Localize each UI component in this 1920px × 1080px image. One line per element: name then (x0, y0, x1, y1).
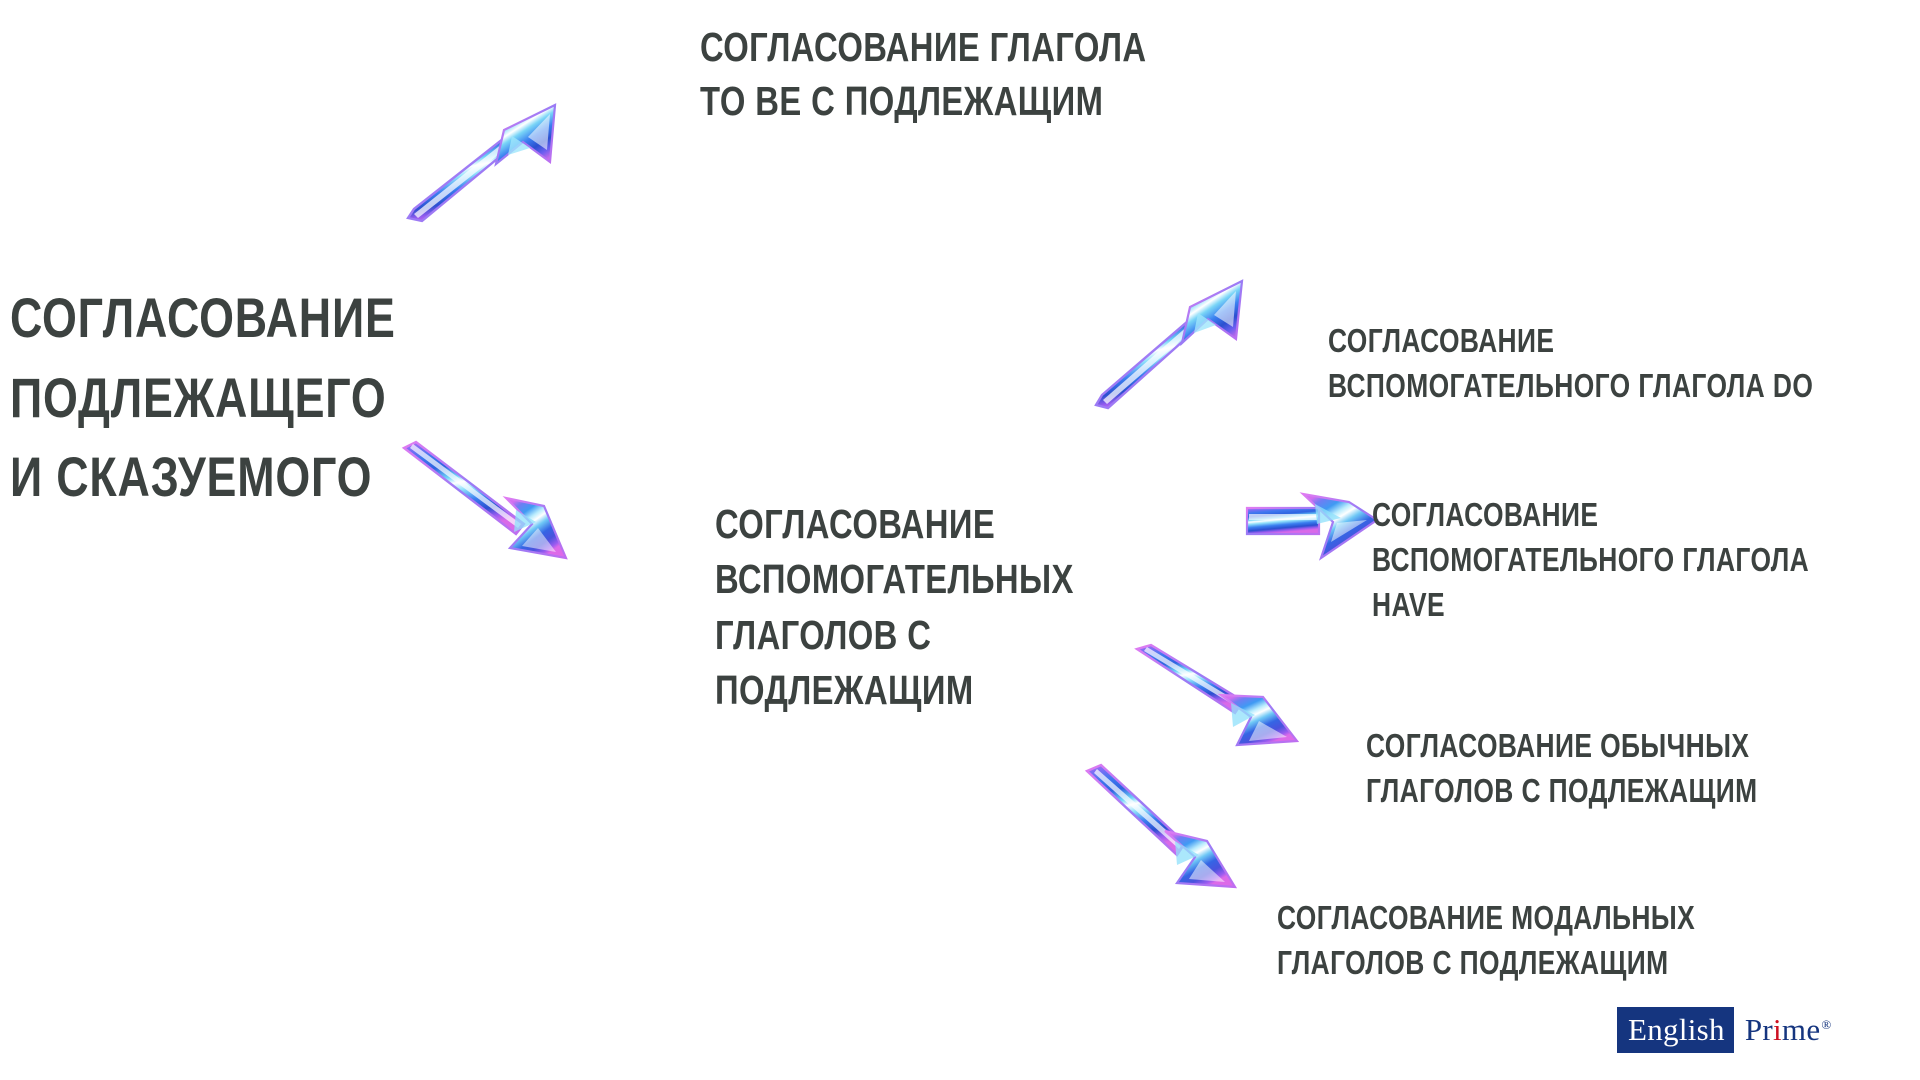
logo-prime-prefix: Pr (1744, 1012, 1773, 1047)
sub-branch-label-do: СОГЛАСОВАНИЕ ВСПОМОГАТЕЛЬНОГО ГЛАГОЛА DO (1328, 322, 1814, 405)
arrow-to-auxiliary-branch (398, 440, 573, 565)
logo-english-box: English (1617, 1007, 1734, 1053)
logo-prime-word: Prime® (1734, 1007, 1832, 1053)
arrow-to-modal-verbs-branch (1084, 763, 1240, 895)
branch-label-auxiliary: СОГЛАСОВАНИЕ ВСПОМОГАТЕЛЬНЫХ ГЛАГОЛОВ С … (715, 501, 1074, 714)
branch-label-to-be: СОГЛАСОВАНИЕ ГЛАГОЛА TO BE С ПОДЛЕЖАЩИМ (700, 24, 1147, 125)
logo-prime-suffix: me (1781, 1012, 1821, 1047)
root-node-label: СОГЛАСОВАНИЕ ПОДЛЕЖАЩЕГО И СКАЗУЕМОГО (10, 286, 396, 509)
english-prime-logo: English Prime® (1617, 1007, 1832, 1053)
registered-trademark-icon: ® (1821, 1016, 1832, 1032)
sub-branch-label-modal-verbs: СОГЛАСОВАНИЕ МОДАЛЬНЫХ ГЛАГОЛОВ С ПОДЛЕЖ… (1277, 899, 1696, 982)
sub-branch-label-have: СОГЛАСОВАНИЕ ВСПОМОГАТЕЛЬНОГО ГЛАГОЛА HA… (1372, 496, 1810, 624)
arrow-to-regular-verbs-branch (1134, 643, 1300, 755)
arrow-to-have-branch (1245, 490, 1380, 575)
sub-branch-label-regular-verbs: СОГЛАСОВАНИЕ ОБЫЧНЫХ ГЛАГОЛОВ С ПОДЛЕЖАЩ… (1366, 727, 1758, 810)
logo-prime-accent-letter: i (1773, 1012, 1782, 1047)
arrow-to-to-be-branch (400, 100, 565, 225)
arrow-to-do-branch (1090, 277, 1250, 412)
